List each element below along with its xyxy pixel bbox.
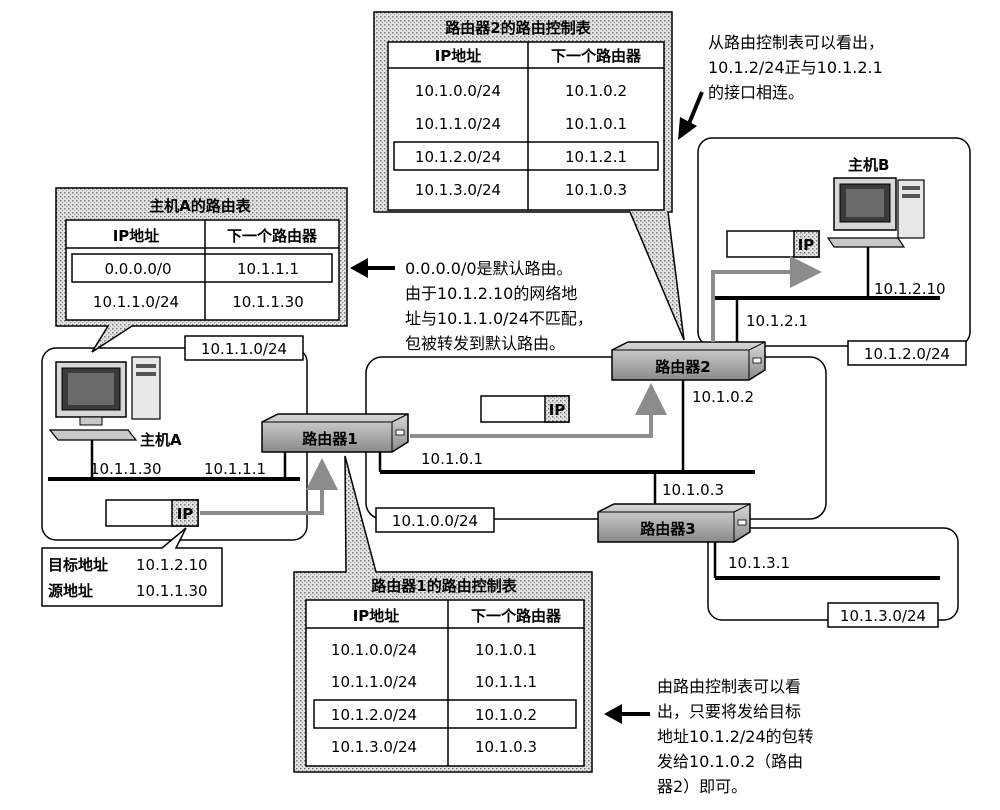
net1-label: 10.1.1.0/24 — [201, 340, 287, 358]
arrow-to-hostA-table-icon — [350, 258, 395, 278]
router2-r0-next: 10.1.0.2 — [565, 82, 627, 100]
hostA-highlight-row — [71, 253, 333, 283]
router3-ip-net3: 10.1.3.1 — [728, 554, 790, 572]
hostB-computer-icon — [826, 177, 925, 248]
router2-r1-dest: 10.1.1.0/24 — [415, 115, 501, 133]
router1-table-title: 路由器1的路由控制表 — [371, 577, 517, 595]
router2-r0-dest: 10.1.0.0/24 — [415, 82, 501, 100]
router1-r2-dest: 10.1.2.0/24 — [331, 706, 417, 724]
router2-r1-next: 10.1.0.1 — [565, 115, 627, 133]
router2-highlight-row — [393, 141, 659, 171]
flow-arrow-router2-to-hostB — [711, 256, 822, 342]
packet-address-callout: 目标地址 10.1.2.10 源地址 10.1.1.30 — [41, 527, 223, 607]
router2-r3-dest: 10.1.3.0/24 — [415, 181, 501, 199]
router2-ip-net2: 10.1.2.1 — [746, 312, 808, 330]
router2: 路由器2 — [611, 341, 766, 381]
hostA-r1-next: 10.1.1.30 — [232, 293, 304, 311]
hostA-table-col2: 下一个路由器 — [227, 227, 318, 245]
router2-r2-dest: 10.1.2.0/24 — [415, 148, 501, 166]
packet-net0: IP — [480, 395, 570, 423]
packet-net0-label: IP — [549, 401, 566, 419]
router1-table-col2: 下一个路由器 — [471, 607, 562, 625]
arrow-to-router2-table-icon — [678, 91, 704, 140]
router1-r0-dest: 10.1.0.0/24 — [331, 641, 417, 659]
router2-table-col2: 下一个路由器 — [551, 47, 642, 65]
hostB-ip: 10.1.2.10 — [874, 280, 946, 298]
annotation-bottom-right-line-1: 由路由控制表可以看 — [657, 677, 801, 696]
router2-r2-next: 10.1.2.1 — [565, 148, 627, 166]
hostA-computer-icon — [48, 356, 161, 441]
router1-r3-next: 10.1.0.3 — [475, 738, 537, 756]
net3-label: 10.1.3.0/24 — [840, 607, 926, 625]
annotation-middle-line-4: 包被转发到默认路由。 — [405, 334, 565, 353]
hostB-label: 主机B — [848, 156, 889, 174]
packet-src-value: 10.1.1.30 — [136, 582, 208, 600]
hostA-label: 主机A — [140, 431, 182, 449]
hostA-ip: 10.1.1.30 — [90, 460, 162, 478]
router3-ip-net0: 10.1.0.3 — [662, 481, 724, 499]
flow-arrow-router1-to-router2 — [410, 383, 667, 438]
router1-r1-next: 10.1.1.1 — [475, 673, 537, 691]
router1-r3-dest: 10.1.3.0/24 — [331, 738, 417, 756]
router1-highlight-row — [313, 699, 577, 729]
packet-dst-value: 10.1.2.10 — [136, 556, 208, 574]
annotation-top-right-line-1: 从路由控制表可以看出， — [708, 33, 884, 52]
router1-table-callout: 路由器1的路由控制表 IP地址 下一个路由器 10.1.0.0/24 10.1.… — [293, 455, 593, 773]
hostA-table-callout: 主机A的路由表 IP地址 下一个路由器 0.0.0.0/0 10.1.1.1 1… — [55, 187, 348, 353]
hostA-table-title: 主机A的路由表 — [149, 197, 252, 215]
packet-hostA: IP — [105, 499, 199, 527]
router3: 路由器3 — [597, 503, 751, 543]
router2-table-callout: 路由器2的路由控制表 IP地址 下一个路由器 10.1.0.0/24 10.1.… — [373, 11, 685, 341]
router2-label: 路由器2 — [655, 358, 710, 376]
annotation-top-right: 从路由控制表可以看出， 10.1.2/24正与10.1.2.1 的接口相连。 — [708, 33, 884, 102]
net2-label: 10.1.2.0/24 — [864, 345, 950, 363]
annotation-bottom-right-line-2: 出，只要将发给目标 — [657, 702, 801, 721]
annotation-middle-line-1: 0.0.0.0/0是默认路由。 — [405, 259, 573, 278]
arrow-to-router1-table-icon — [604, 704, 650, 724]
net0-label-box — [375, 507, 495, 533]
router2-r3-next: 10.1.0.3 — [565, 181, 627, 199]
flow-arrow-hostA-to-router1 — [200, 458, 338, 515]
packet-hostA-label: IP — [177, 505, 194, 523]
router1-r1-dest: 10.1.1.0/24 — [331, 673, 417, 691]
annotation-bottom-right: 由路由控制表可以看 出，只要将发给目标 地址10.1.2/24的包转 发给10.… — [657, 677, 814, 796]
net1-label-box — [184, 335, 304, 361]
annotation-top-right-line-2: 10.1.2/24正与10.1.2.1 — [708, 58, 883, 77]
annotation-middle-line-3: 址与10.1.1.0/24不匹配， — [405, 309, 593, 328]
router1-table-col1: IP地址 — [353, 607, 400, 625]
network-10-1-2-0-boundary — [697, 137, 971, 347]
router1-ip-net0: 10.1.0.1 — [421, 450, 483, 468]
router1-label: 路由器1 — [302, 430, 357, 448]
annotation-bottom-right-line-4: 发给10.1.0.2（路由 — [657, 752, 803, 771]
hostA-r1-dest: 10.1.1.0/24 — [93, 293, 179, 311]
net2-label-box — [847, 340, 967, 366]
router1-ip-net1: 10.1.1.1 — [204, 460, 266, 478]
hostA-table-col1: IP地址 — [113, 227, 160, 245]
router2-table-col1: IP地址 — [435, 47, 482, 65]
router1-r2-next: 10.1.0.2 — [475, 706, 537, 724]
hostA-r0-dest: 0.0.0.0/0 — [104, 260, 171, 278]
router3-label: 路由器3 — [640, 520, 695, 538]
annotation-top-right-line-3: 的接口相连。 — [708, 83, 804, 102]
packet-src-label: 源地址 — [48, 582, 93, 600]
router2-ip-net0: 10.1.0.2 — [692, 388, 754, 406]
packet-dst-label: 目标地址 — [48, 556, 108, 574]
annotation-bottom-right-line-5: 器2）即可。 — [657, 777, 747, 796]
annotation-middle: 0.0.0.0/0是默认路由。 由于10.1.2.10的网络地 址与10.1.1… — [405, 259, 593, 353]
hostA-r0-next: 10.1.1.1 — [237, 260, 299, 278]
packet-net2: IP — [726, 230, 820, 258]
annotation-middle-line-2: 由于10.1.2.10的网络地 — [405, 284, 577, 303]
router2-table-title: 路由器2的路由控制表 — [445, 19, 591, 37]
net3-label-box — [827, 602, 939, 628]
annotation-bottom-right-line-3: 地址10.1.2/24的包转 — [657, 727, 814, 746]
router1: 路由器1 — [261, 413, 409, 453]
packet-net2-label: IP — [798, 236, 815, 254]
net0-label: 10.1.0.0/24 — [392, 512, 478, 530]
router1-r0-next: 10.1.0.1 — [475, 641, 537, 659]
